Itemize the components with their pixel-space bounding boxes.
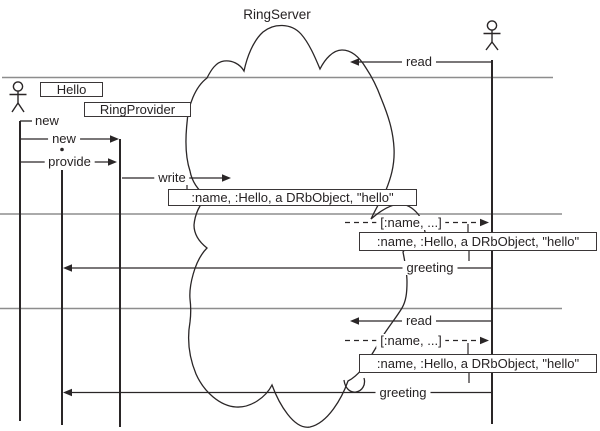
hello-object-box: Hello — [40, 82, 103, 97]
greeting-top-arrowhead — [63, 264, 72, 272]
read-result-bottom-box: :name, :Hello, a DRbObject, "hello" — [359, 354, 597, 373]
provide-label: provide — [44, 155, 95, 169]
write-arrowhead — [222, 174, 231, 182]
greeting-bottom-label: greeting — [375, 385, 431, 400]
new-call-arrowhead — [110, 135, 119, 143]
tuple-match-top-label: [:name, ...] — [376, 215, 446, 230]
callout-ticks — [186, 179, 470, 383]
separator-lines — [0, 76, 562, 310]
greeting-top-label: greeting — [402, 261, 458, 275]
right-actor-icon — [483, 20, 501, 51]
read-bottom-arrowhead — [350, 317, 359, 325]
tuple-match-bottom-arrowhead — [480, 336, 489, 345]
tuple-match-top-arrowhead — [480, 218, 489, 227]
hello-creation-dot — [60, 147, 64, 152]
tuple-match-bottom-label: [:name, ...] — [376, 333, 446, 348]
greeting-bottom-arrowhead — [63, 388, 72, 397]
write-label: write — [154, 171, 190, 185]
read-top-arrowhead — [350, 58, 359, 66]
new-create-label: new — [35, 113, 59, 128]
new-call-label: new — [48, 132, 80, 146]
provide-arrowhead — [108, 158, 117, 166]
read-top-label: read — [401, 55, 437, 69]
ringprovider-object-box: RingProvider — [84, 102, 191, 117]
ringserver-title: RingServer — [243, 7, 311, 22]
ringserver-cloud-outline — [185, 24, 427, 428]
write-tuple-box: :name, :Hello, a DRbObject, "hello" — [168, 189, 417, 206]
left-actor-icon — [9, 81, 27, 113]
read-bottom-label: read — [401, 314, 437, 328]
read-result-top-box: :name, :Hello, a DRbObject, "hello" — [359, 232, 597, 251]
